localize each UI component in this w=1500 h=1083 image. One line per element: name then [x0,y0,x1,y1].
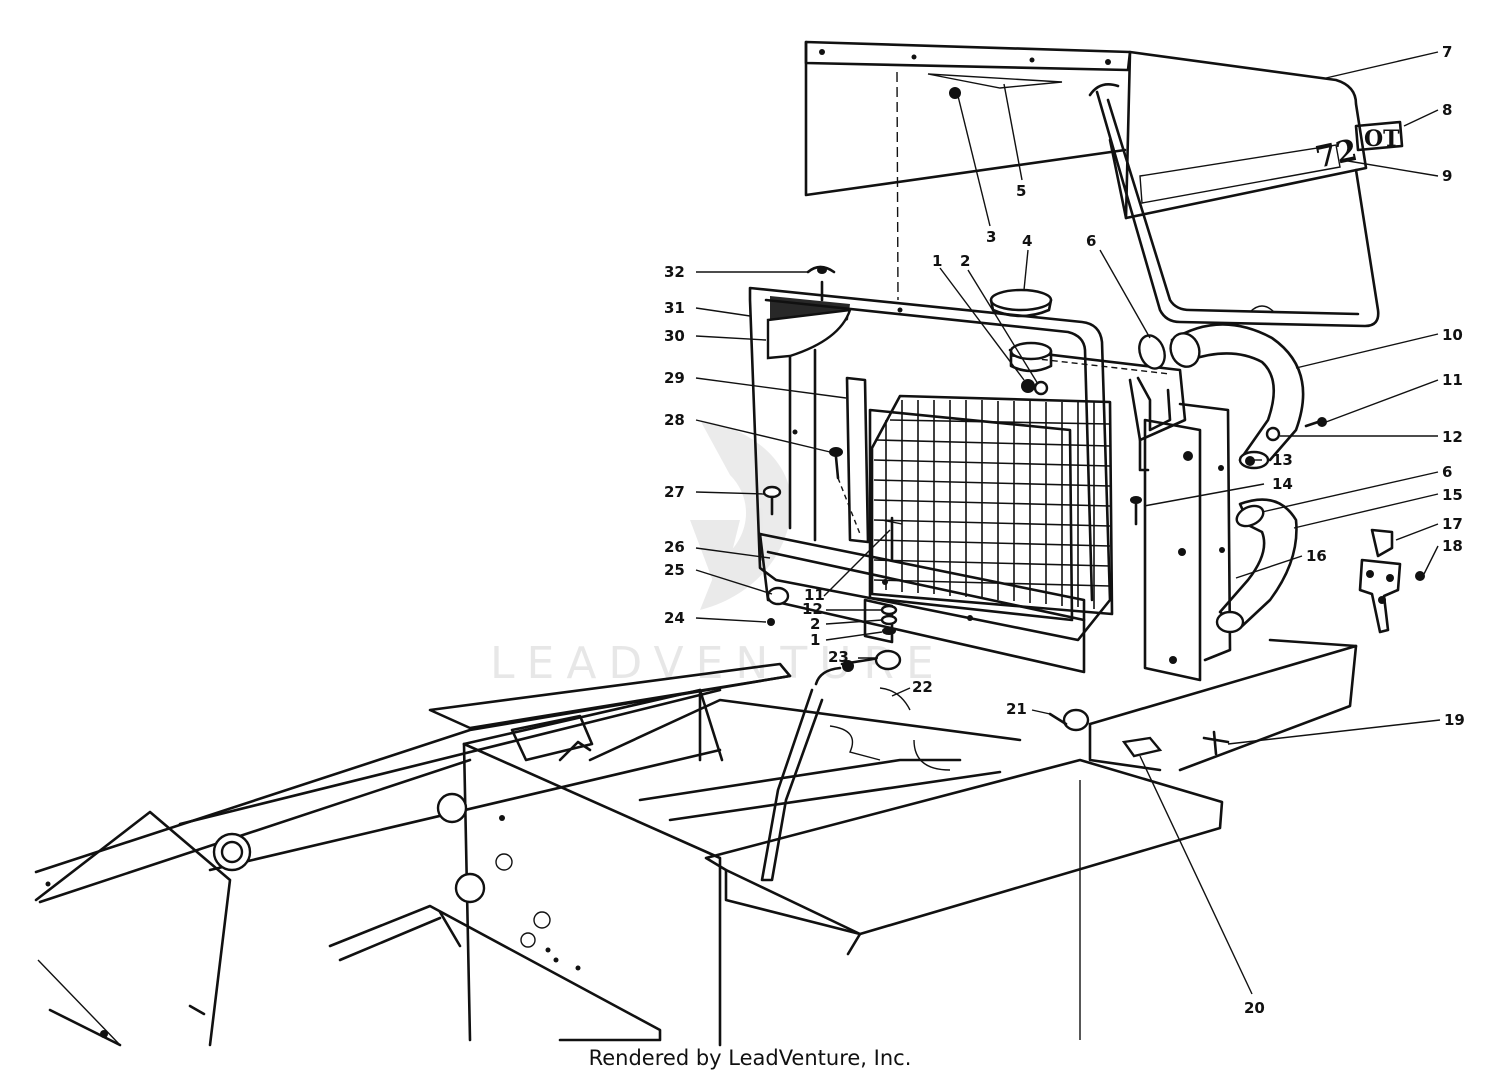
radiator-cap [989,288,1053,318]
hood-decal-number: 72 [1312,133,1360,176]
frame-cross-tray [588,688,1022,822]
callout-c24: 24 [664,609,685,627]
hood-latch [1358,528,1425,634]
callout-c7: 7 [1442,43,1452,61]
callout-c6b: 6 [1442,463,1452,481]
callout-c4: 4 [1022,232,1032,250]
callout-c27: 27 [664,483,685,501]
callout-c19: 19 [1444,711,1465,729]
callout-c32: 32 [664,263,685,281]
callout-c2b: 2 [810,615,820,633]
callout-c13: 13 [1272,451,1293,469]
watermark-logo [690,420,792,610]
overflow-tube [760,666,951,882]
callout-labels: 7 8 9 5 3 4 6 32 1 2 31 30 10 29 11 12 2… [664,43,1465,1017]
callout-c28: 28 [664,411,685,429]
callout-c21: 21 [1006,700,1027,718]
callout-c9: 9 [1442,167,1452,185]
callout-c1a: 1 [932,252,942,270]
callout-c16: 16 [1306,547,1327,565]
callout-c14: 14 [1272,475,1293,493]
watermark-text: LEADVENTURE [490,638,946,689]
hose-clamp-upper [1138,334,1166,370]
svg-text:OT: OT [1364,126,1400,152]
hose-clamp-lower [1235,504,1265,528]
callout-c25: 25 [664,561,685,579]
callout-c22: 22 [912,678,933,696]
frame-footboard [704,758,1224,1040]
lower-hose [1215,498,1298,634]
callout-c11b: 11 [804,586,825,604]
callout-c12a: 12 [1442,428,1463,446]
frame-left-rail [34,662,792,904]
callout-c1b: 1 [810,631,820,649]
frame-step [328,904,662,1042]
upper-hose [1169,323,1305,470]
callout-c2a: 2 [960,252,970,270]
frame-front-box [436,688,724,1047]
callout-c15: 15 [1442,486,1463,504]
callout-c31: 31 [664,299,685,317]
footer-credit: Rendered by LeadVenture, Inc. [588,1046,912,1070]
rear-fender [34,810,232,1047]
frame-right-box [1088,638,1358,772]
callout-c20: 20 [1244,999,1265,1017]
bottom-rail [758,532,1086,674]
callout-c29: 29 [664,369,685,387]
callout-c5: 5 [1016,182,1026,200]
callout-c30: 30 [664,327,685,345]
hood-decal-letters: OT [1354,120,1404,152]
callout-c11a: 11 [1442,371,1463,389]
callout-c3: 3 [986,228,996,246]
callout-c17: 17 [1442,515,1463,533]
side-panel [1138,402,1232,682]
hood: 72 [804,40,1380,328]
callout-c6a: 6 [1086,232,1096,250]
hardware [762,265,1327,758]
radiator-core [870,394,1114,616]
radiator-shroud [748,286,1112,642]
callout-c23: 23 [828,648,849,666]
callout-c26: 26 [664,538,685,556]
callout-c12b: 12 [802,600,823,618]
leader-lines [695,51,1441,995]
callout-c18: 18 [1442,537,1463,555]
callout-c8: 8 [1442,101,1452,119]
bracket-center [863,598,894,644]
callout-c10: 10 [1442,326,1463,344]
